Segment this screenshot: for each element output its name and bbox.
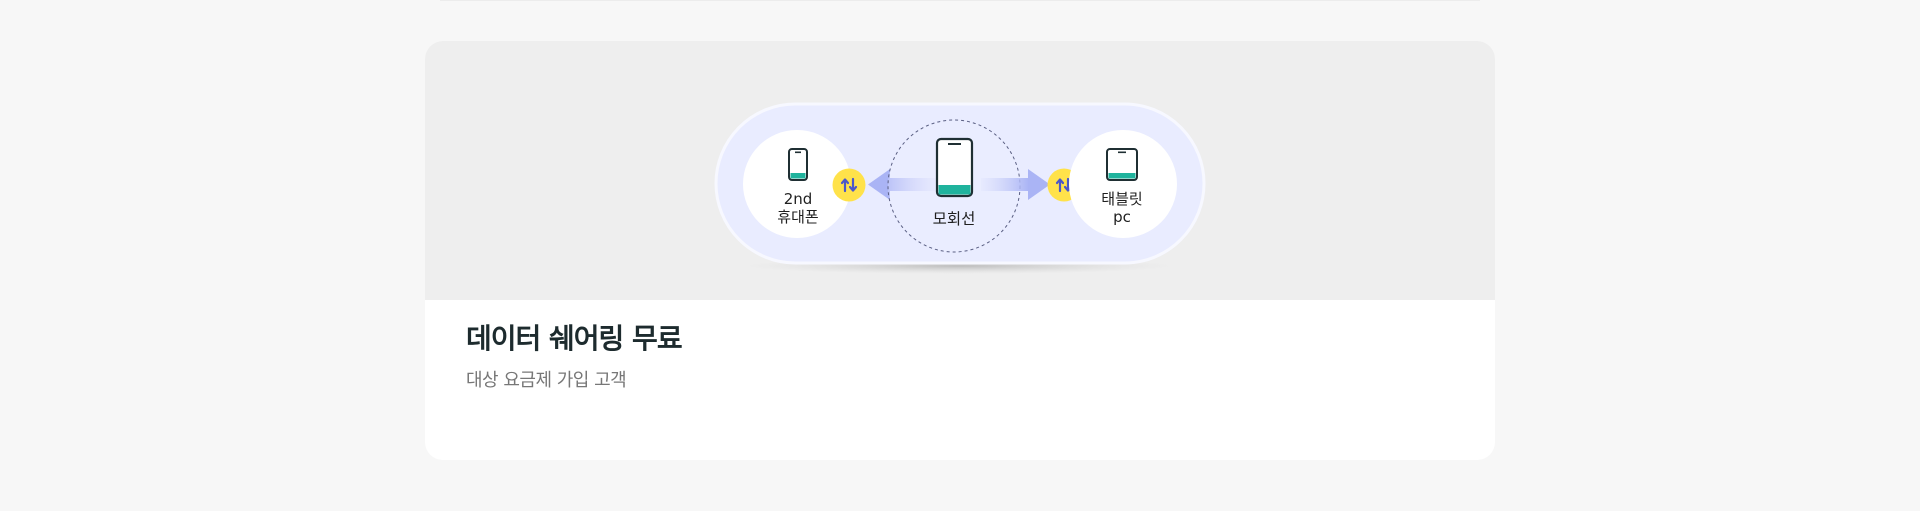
second-phone-node: 2nd 휴대폰 xyxy=(743,130,851,238)
main-line-label: 모회선 xyxy=(933,210,976,228)
left-data-arrow xyxy=(868,169,938,200)
card-title: 데이터 쉐어링 무료 xyxy=(466,322,683,355)
tablet-pc-label-line1: 태블릿 xyxy=(1101,190,1142,208)
up-down-arrows-icon xyxy=(840,177,858,193)
data-sharing-illustration: 2nd 휴대폰 xyxy=(425,41,1495,300)
left-transfer-badge xyxy=(832,168,866,202)
right-data-arrow xyxy=(981,169,1050,200)
tablet-pc-node: 태블릿 pc xyxy=(1069,130,1177,238)
tablet-icon xyxy=(1106,148,1138,181)
feature-card[interactable]: 2nd 휴대폰 xyxy=(425,41,1495,460)
phone-icon xyxy=(788,148,808,181)
second-phone-label-line2: 휴대폰 xyxy=(777,208,818,226)
second-phone-label-line1: 2nd xyxy=(784,190,813,208)
phone-icon xyxy=(935,137,974,198)
up-down-arrows-icon xyxy=(1055,177,1073,193)
top-divider xyxy=(440,0,1480,1)
illustration-svg: 2nd 휴대폰 xyxy=(714,102,1206,274)
tablet-pc-label-line2: pc xyxy=(1113,208,1131,226)
card-subtitle: 대상 요금제 가입 고객 xyxy=(466,370,627,391)
